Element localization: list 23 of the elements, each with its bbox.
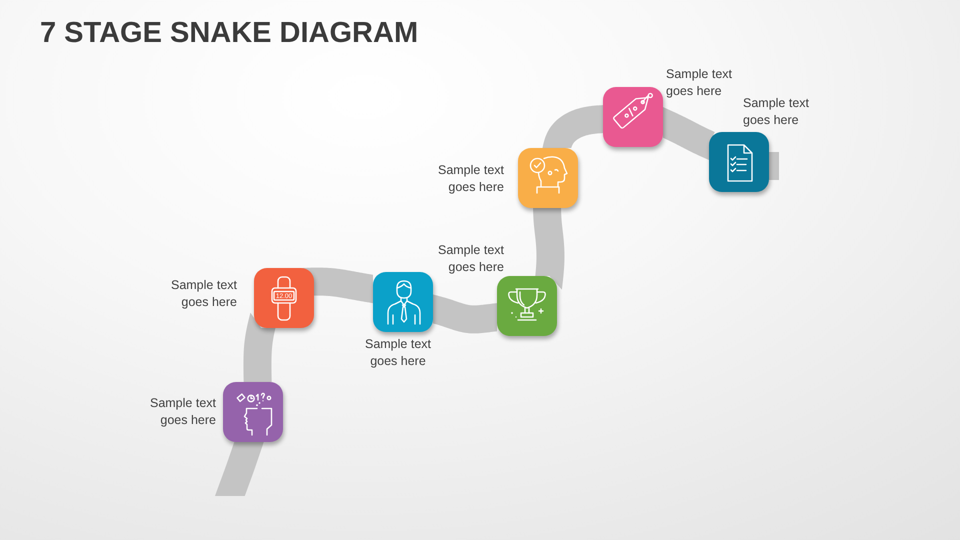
road-segment (302, 268, 373, 304)
road-segment (663, 107, 715, 160)
road-segment (243, 312, 276, 382)
road-segment (769, 152, 779, 180)
stage-label: Sample text goes here (436, 242, 504, 276)
road-segment (433, 294, 497, 334)
stage-label: Sample text goes here (743, 95, 810, 129)
stage-tile (603, 87, 663, 147)
stage-label: Sample text goes here (148, 395, 216, 429)
stage-tile (497, 276, 557, 336)
stage-label: Sample text goes here (666, 66, 734, 100)
road-segment (542, 105, 603, 148)
stage-label: Sample text goes here (436, 162, 504, 196)
stage-tile (254, 268, 314, 328)
road-segment (533, 208, 564, 290)
road-segment (214, 442, 264, 496)
stage-tile (223, 382, 283, 442)
diagram-title: 7 STAGE SNAKE DIAGRAM (40, 16, 418, 50)
stage-label: Sample text goes here (170, 277, 237, 311)
stage-tile (518, 148, 578, 208)
stage-tile (373, 272, 433, 332)
stage-tile (709, 132, 769, 192)
stage-label: Sample text goes here (364, 336, 432, 370)
